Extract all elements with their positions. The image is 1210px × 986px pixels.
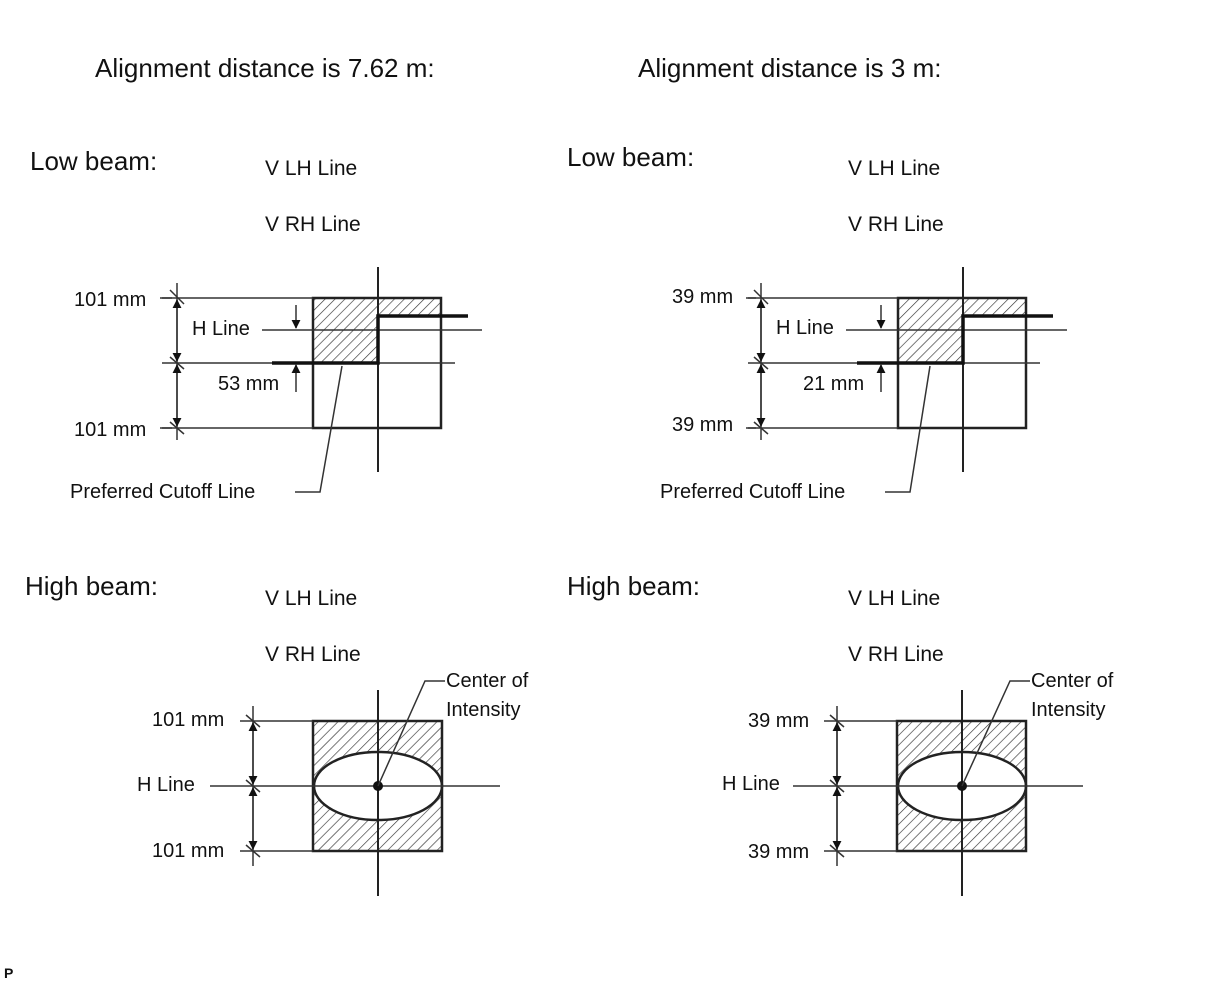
cutoff-line-label: Preferred Cutoff Line [70, 481, 256, 503]
high-beam-heading-right: High beam: [567, 571, 700, 601]
h-line-label: H Line [192, 318, 250, 340]
dim-lower-label: 39 mm [672, 414, 734, 436]
v-rh-line-label: V RH Line [265, 213, 361, 236]
center-of-intensity-label: Intensity [1031, 699, 1106, 721]
low-beam-heading-left: Low beam: [30, 146, 158, 176]
v-lh-line-label: V LH Line [848, 157, 941, 180]
v-rh-line-label: V RH Line [848, 643, 944, 666]
h-line-label: H Line [722, 773, 780, 795]
center-of-intensity-label: Center of [1031, 670, 1114, 692]
high-beam-diagram-left [210, 680, 500, 896]
center-of-intensity-label: Intensity [446, 699, 521, 721]
title-left: Alignment distance is 7.62 m: [95, 53, 435, 83]
high-beam-heading-left: High beam: [25, 571, 158, 601]
v-lh-line-label: V LH Line [265, 587, 358, 610]
figure-code: P [4, 965, 14, 981]
low-beam-heading-right: Low beam: [567, 142, 695, 172]
low-beam-diagram-left [160, 267, 482, 493]
dim-lower-label: 101 mm [152, 840, 225, 862]
low-beam-diagram-right [746, 267, 1067, 493]
center-of-intensity-label: Center of [446, 670, 529, 692]
dim-lower-label: 101 mm [74, 419, 147, 441]
dim-drop-label: 53 mm [218, 373, 280, 395]
v-lh-line-label: V LH Line [848, 587, 941, 610]
v-rh-line-label: V RH Line [848, 213, 944, 236]
v-rh-line-label: V RH Line [265, 643, 361, 666]
high-beam-diagram-right [793, 680, 1083, 896]
cutoff-line-label: Preferred Cutoff Line [660, 481, 846, 503]
dim-upper-label: 101 mm [74, 289, 147, 311]
dim-upper-label: 101 mm [152, 709, 225, 731]
title-right: Alignment distance is 3 m: [638, 53, 942, 83]
dim-lower-label: 39 mm [748, 841, 810, 863]
dim-upper-label: 39 mm [748, 710, 810, 732]
v-lh-line-label: V LH Line [265, 157, 358, 180]
h-line-label: H Line [776, 317, 834, 339]
h-line-label: H Line [137, 774, 195, 796]
dim-drop-label: 21 mm [803, 373, 865, 395]
dim-upper-label: 39 mm [672, 286, 734, 308]
